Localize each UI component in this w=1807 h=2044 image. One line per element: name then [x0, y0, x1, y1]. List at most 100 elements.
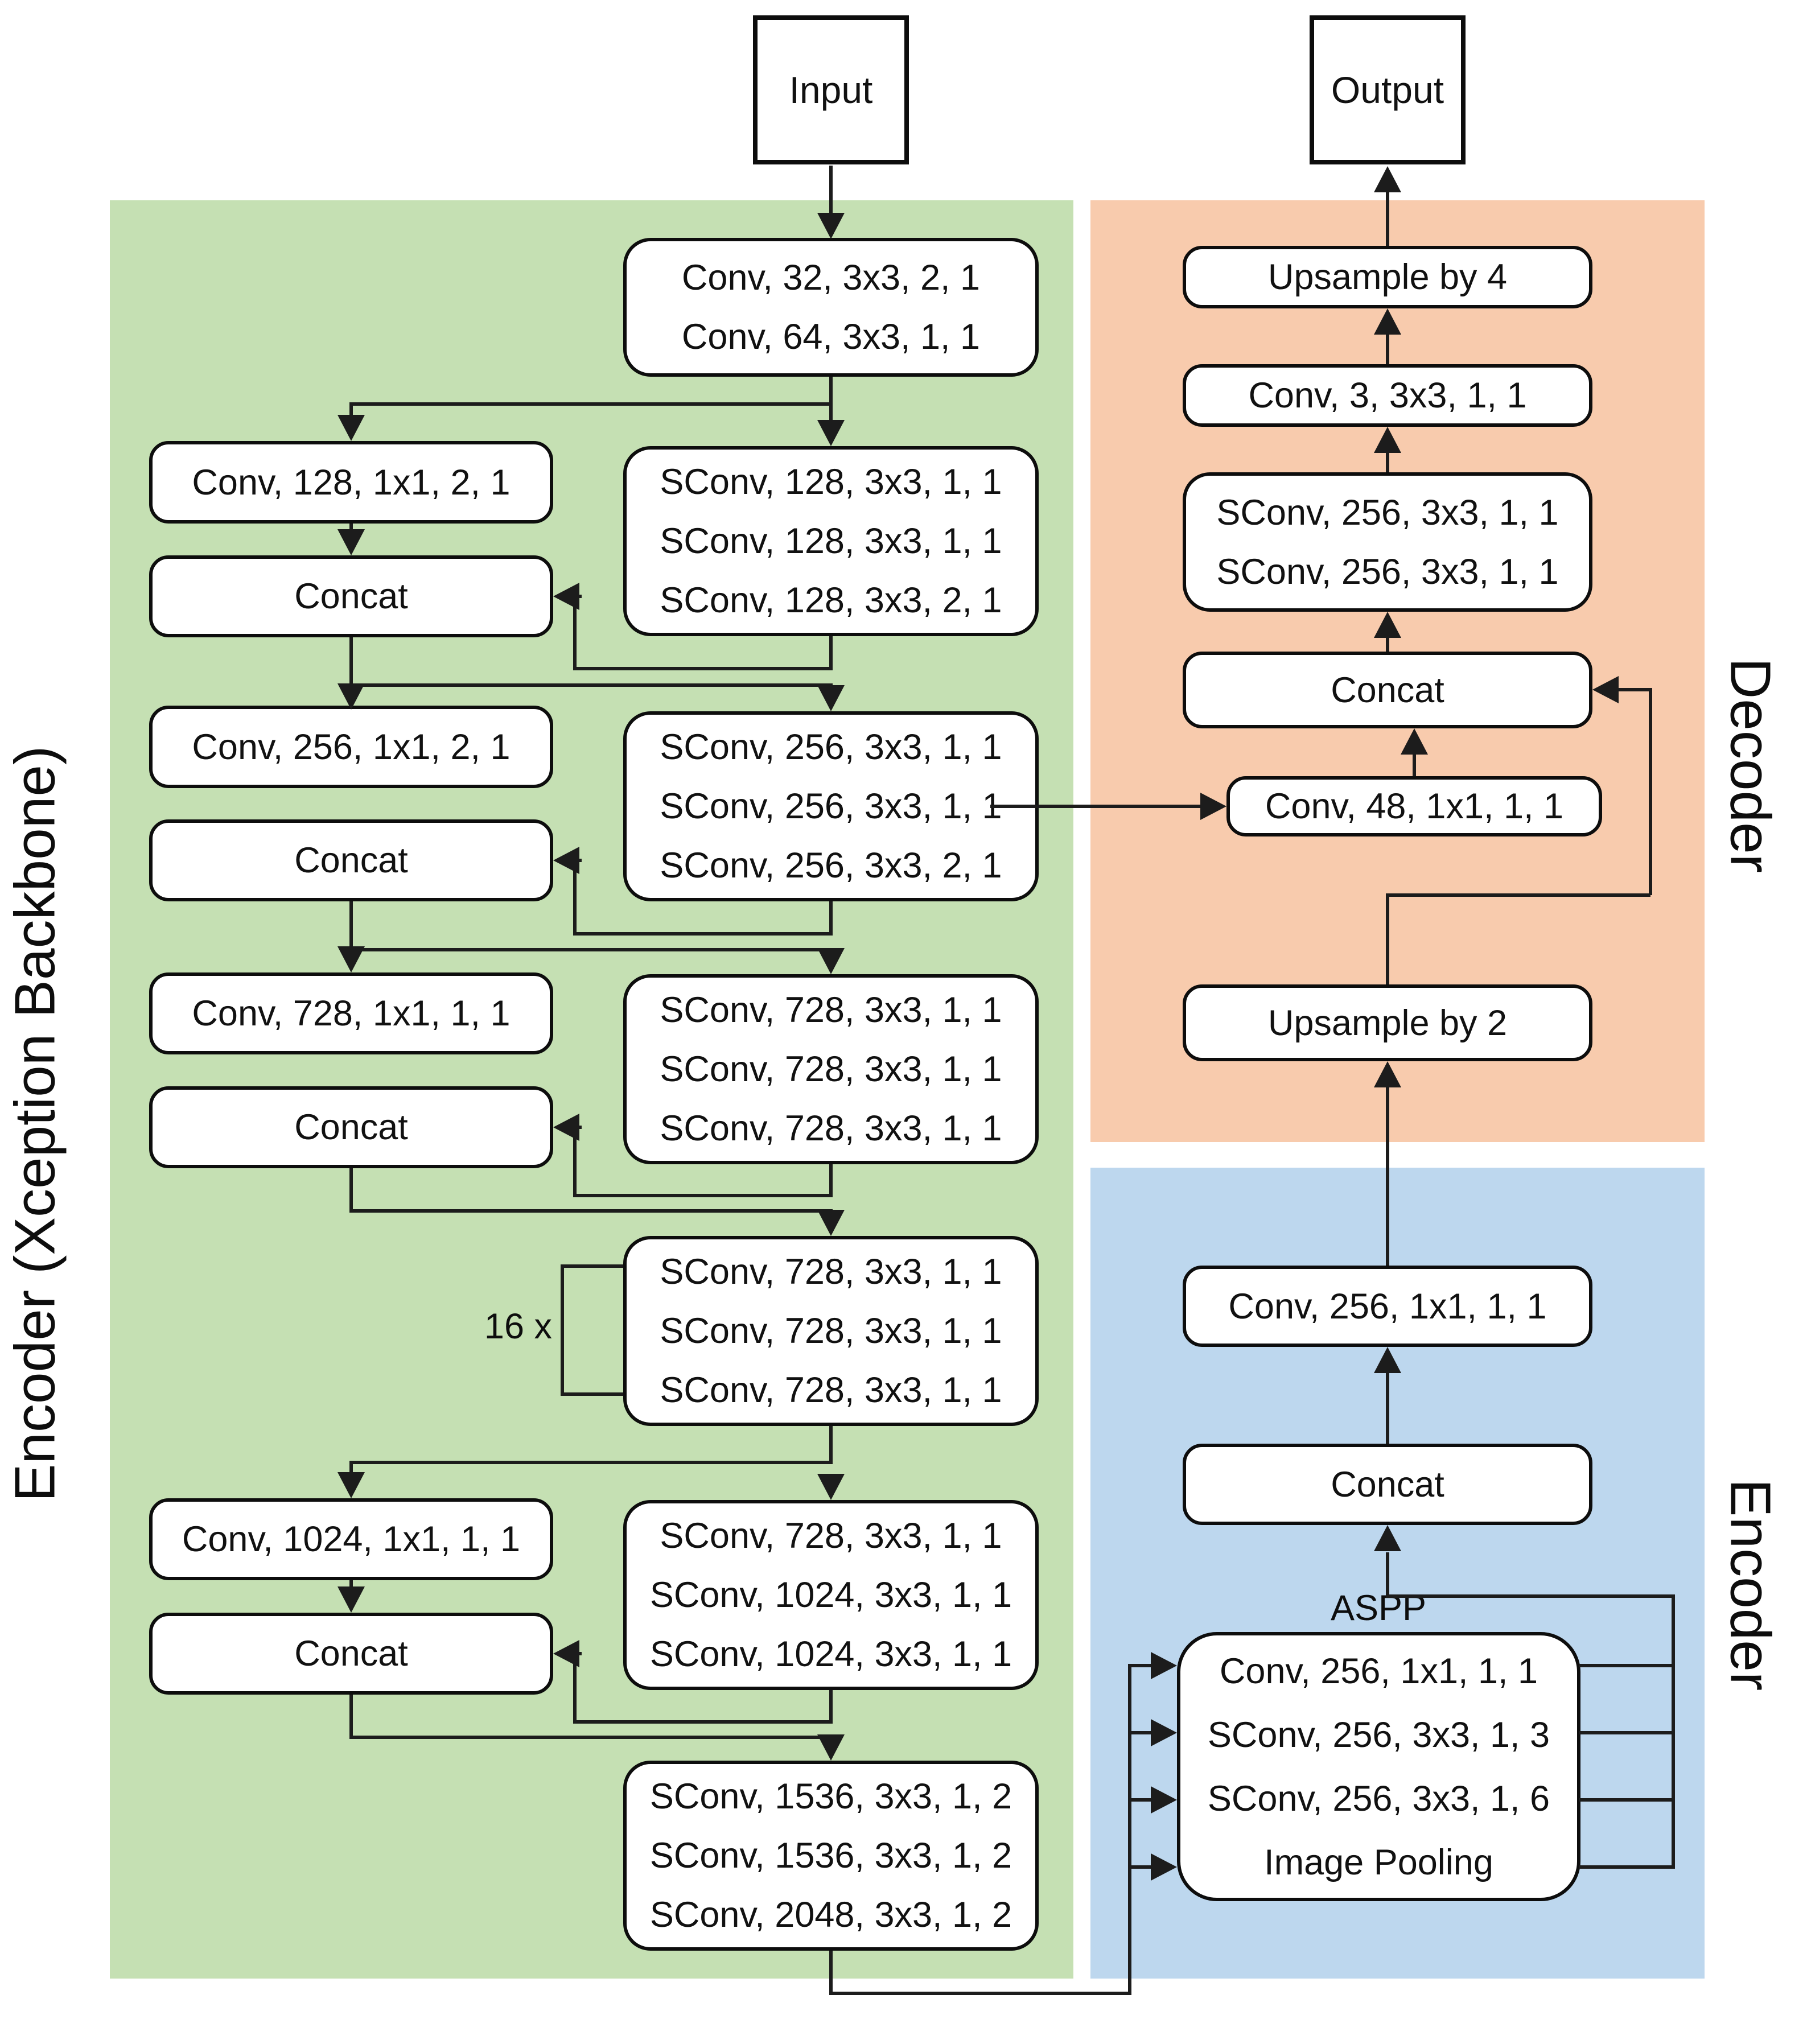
connector-arrow — [1200, 793, 1226, 820]
connector-arrow — [817, 1734, 845, 1761]
connector-line — [349, 948, 833, 951]
connector-arrow — [1151, 1719, 1177, 1746]
connector-arrow — [337, 415, 365, 441]
stem-line: Conv, 64, 3x3, 1, 1 — [681, 317, 981, 357]
encoder-backbone-label: Encoder (Xception Backbone) — [3, 745, 67, 1502]
connector-line — [1128, 1798, 1151, 1802]
encoder-label: Encoder — [1718, 1478, 1783, 1691]
connector-line — [573, 1654, 577, 1722]
concat4-box: Concat — [149, 1613, 553, 1695]
box-label: Concat — [294, 576, 408, 616]
connector-line — [349, 402, 833, 406]
connector-line — [349, 404, 353, 417]
aspp-title: ASPP — [1330, 1588, 1427, 1628]
connector-line — [573, 1720, 833, 1724]
box-label: Conv, 256, 1x1, 1, 1 — [1228, 1286, 1547, 1326]
stem-conv-box: Conv, 32, 3x3, 2, 1 Conv, 64, 3x3, 1, 1 — [623, 238, 1039, 377]
connector-line — [349, 524, 353, 531]
connector-arrow — [1151, 1853, 1177, 1881]
block-line: SConv, 128, 3x3, 2, 1 — [660, 580, 1002, 620]
box-label: Upsample by 2 — [1267, 1003, 1508, 1043]
connector-line — [1413, 752, 1416, 776]
stem-line: Conv, 32, 3x3, 2, 1 — [681, 258, 981, 298]
connector-line — [1386, 895, 1389, 984]
block-line: SConv, 728, 3x3, 1, 1 — [660, 1311, 1002, 1351]
connector-arrow — [553, 583, 579, 610]
sconv128-block: SConv, 128, 3x3, 1, 1 SConv, 128, 3x3, 1… — [623, 446, 1039, 636]
box-label: Concat — [1331, 670, 1444, 710]
encoder-concat-box: Concat — [1183, 1444, 1592, 1525]
connector-line — [829, 377, 833, 421]
connector-line — [349, 1461, 833, 1464]
aspp-line: SConv, 256, 3x3, 1, 3 — [1207, 1715, 1550, 1755]
box-label: Concat — [294, 1107, 408, 1147]
block-line: SConv, 1536, 3x3, 1, 2 — [649, 1777, 1012, 1816]
block-line: SConv, 728, 3x3, 1, 1 — [660, 1049, 1002, 1089]
connector-line — [1386, 1373, 1389, 1444]
connector-line — [829, 1426, 833, 1464]
connector-arrow — [1374, 1525, 1401, 1551]
connector-arrow — [817, 1210, 845, 1236]
skip-conv1024-box: Conv, 1024, 1x1, 1, 1 — [149, 1498, 553, 1580]
connector-line — [1386, 893, 1650, 897]
repeat-bracket — [561, 1266, 564, 1394]
connector-arrow — [1374, 1347, 1401, 1373]
connector-line — [1579, 1664, 1673, 1667]
decoder-label: Decoder — [1718, 658, 1783, 873]
block-line: SConv, 728, 3x3, 1, 1 — [660, 990, 1002, 1030]
upsample4-box: Upsample by 4 — [1183, 246, 1592, 308]
connector-line — [1128, 1664, 1151, 1667]
concat2-box: Concat — [149, 819, 553, 901]
connector-arrow — [553, 1114, 579, 1141]
connector-arrow — [1592, 676, 1619, 703]
block-line: SConv, 728, 3x3, 1, 1 — [660, 1516, 1002, 1556]
connector-line — [349, 901, 353, 948]
box-label: Conv, 48, 1x1, 1, 1 — [1265, 786, 1564, 826]
connector-line — [573, 596, 577, 669]
block-line: SConv, 256, 3x3, 1, 1 — [1216, 492, 1559, 533]
decoder-conv48-box: Conv, 48, 1x1, 1, 1 — [1226, 776, 1602, 836]
aspp-line: Image Pooling — [1264, 1842, 1493, 1882]
aspp-line: Conv, 256, 1x1, 1, 1 — [1219, 1651, 1538, 1691]
box-label: Conv, 256, 1x1, 2, 1 — [192, 727, 511, 767]
connector-line — [349, 1736, 833, 1739]
aspp-box: Conv, 256, 1x1, 1, 1 SConv, 256, 3x3, 1,… — [1177, 1632, 1580, 1901]
block-line: SConv, 728, 3x3, 1, 1 — [660, 1370, 1002, 1410]
connector-line — [1672, 1594, 1675, 1869]
connector-line — [1386, 1594, 1673, 1598]
connector-line — [829, 1951, 833, 1993]
connector-arrow — [337, 1586, 365, 1613]
connector-line — [573, 1127, 577, 1196]
connector-line — [349, 1168, 353, 1211]
sconv728-repeat-block: SConv, 728, 3x3, 1, 1 SConv, 728, 3x3, 1… — [623, 1236, 1039, 1426]
connector-arrow — [1151, 1786, 1177, 1814]
connector-line — [349, 1580, 353, 1588]
box-label: Conv, 3, 3x3, 1, 1 — [1248, 376, 1527, 415]
connector-line — [1579, 1865, 1673, 1869]
connector-arrow — [1374, 166, 1401, 192]
sconv2048-block: SConv, 1536, 3x3, 1, 2 SConv, 1536, 3x3,… — [623, 1761, 1039, 1951]
block-line: SConv, 1536, 3x3, 1, 2 — [649, 1836, 1012, 1876]
block-line: SConv, 256, 3x3, 1, 1 — [1216, 551, 1559, 592]
connector-arrow — [1374, 427, 1401, 453]
repeat-bracket — [561, 1392, 623, 1396]
connector-arrow — [1374, 612, 1401, 638]
connector-line — [1128, 1865, 1151, 1869]
decoder-conv3-box: Conv, 3, 3x3, 1, 1 — [1183, 364, 1592, 427]
connector-arrow — [337, 529, 365, 555]
block-line: SConv, 1024, 3x3, 1, 1 — [649, 1575, 1012, 1615]
connector-arrow — [817, 685, 845, 711]
block-line: SConv, 256, 3x3, 1, 1 — [660, 786, 1002, 826]
output-label: Output — [1331, 69, 1444, 111]
box-label: Concat — [1331, 1464, 1444, 1505]
connector-line — [1649, 688, 1652, 895]
block-line: SConv, 2048, 3x3, 1, 2 — [649, 1895, 1012, 1935]
block-line: SConv, 256, 3x3, 1, 1 — [660, 727, 1002, 767]
connector-line — [573, 1194, 833, 1197]
connector-arrow — [337, 683, 365, 710]
connector-line — [573, 667, 833, 670]
connector-arrow — [337, 1472, 365, 1498]
connector-line — [829, 166, 833, 214]
connector-line — [990, 805, 1201, 808]
